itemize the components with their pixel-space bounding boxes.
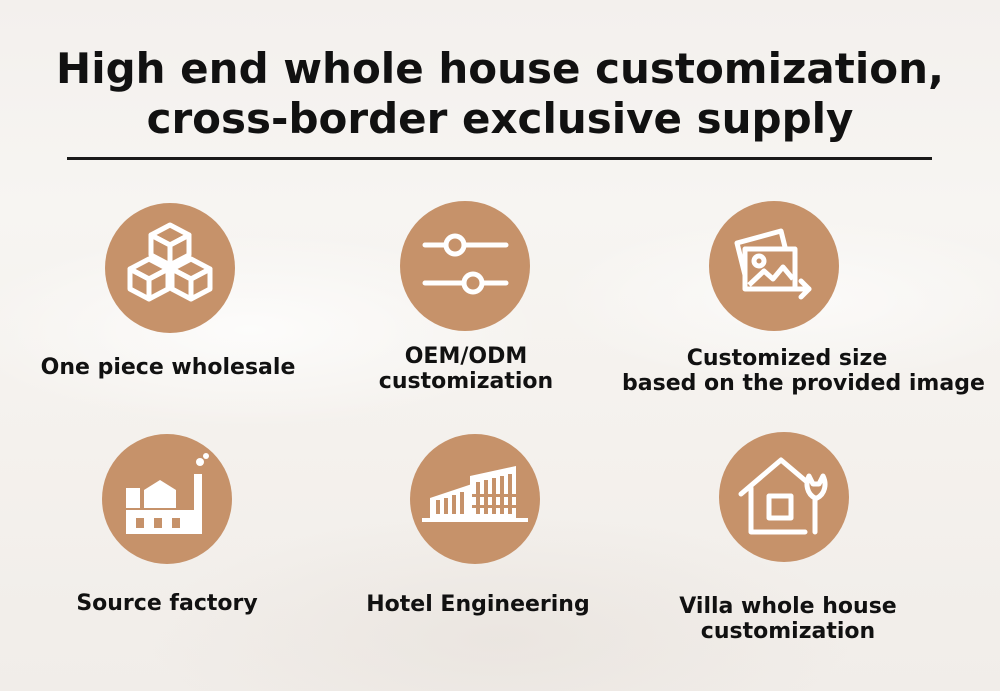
house-wrench-icon: [719, 432, 849, 562]
page-title: High end whole house customization, cros…: [0, 44, 1000, 144]
feature-label-source-factory: Source factory: [76, 591, 258, 616]
feature-label-villa: Villa whole house customization: [679, 594, 897, 644]
cubes-icon: [105, 203, 235, 333]
buildings-icon: [410, 434, 540, 564]
feature-label-one-piece-wholesale: One piece wholesale: [40, 355, 296, 380]
factory-icon: [102, 434, 232, 564]
feature-label-hotel-engineering: Hotel Engineering: [366, 592, 590, 617]
sliders-icon: [400, 201, 530, 331]
title-line-2: cross-border exclusive supply: [146, 94, 854, 143]
feature-label-oem-odm: OEM/ODM customization: [378, 344, 554, 394]
title-line-1: High end whole house customization,: [56, 44, 944, 93]
title-divider: [67, 157, 932, 160]
feature-label-customized-size: Customized size based on the provided im…: [622, 346, 985, 396]
images-icon: [709, 201, 839, 331]
